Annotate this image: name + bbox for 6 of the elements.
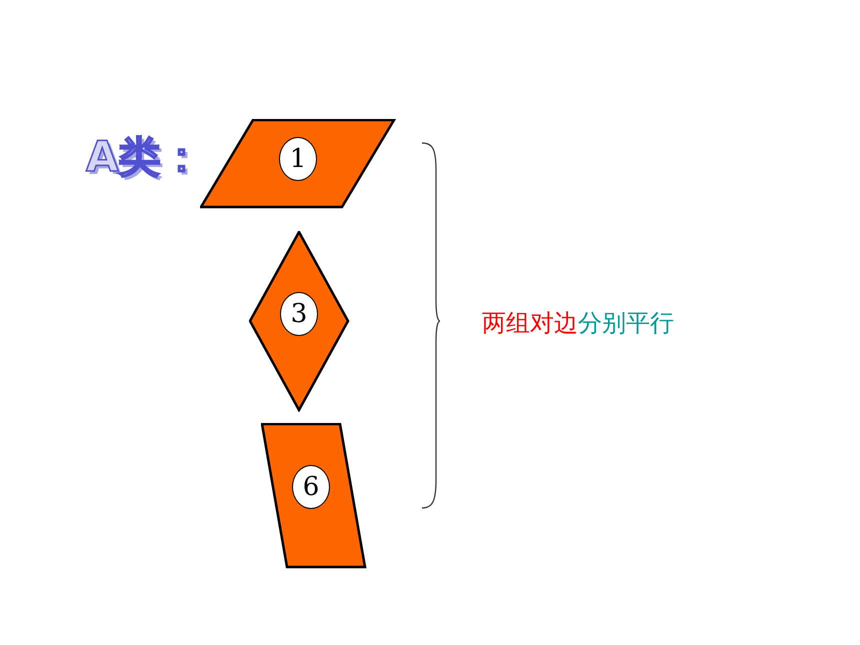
category-heading: A类：	[86, 136, 203, 178]
parallelogram-shape	[261, 423, 367, 569]
rhombus-shape	[249, 231, 350, 412]
parallelogram-shape	[200, 119, 396, 209]
property-text: 两组对边	[482, 308, 578, 339]
property-text: 分别平行	[578, 308, 674, 339]
